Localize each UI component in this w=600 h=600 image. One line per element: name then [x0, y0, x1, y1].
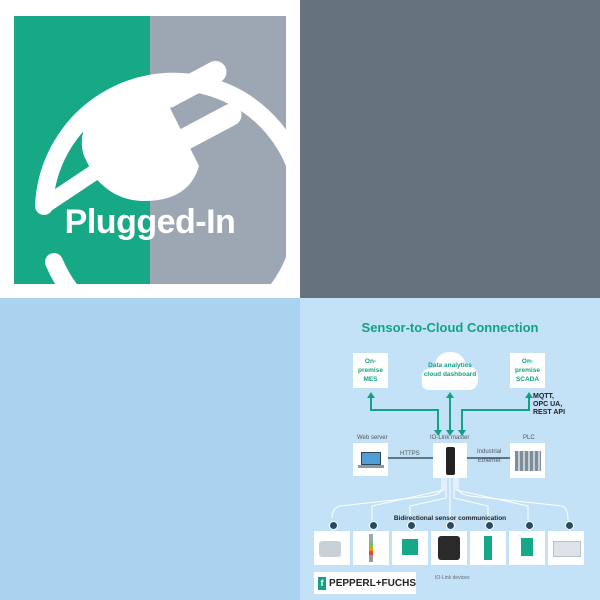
light-blue-color-tile: [0, 298, 300, 600]
io-link-icon: [369, 521, 378, 530]
laptop-icon: [357, 451, 384, 468]
https-label: HTTPS: [400, 451, 420, 457]
io-link-devices-label: IO-Link devices: [435, 575, 470, 581]
industrial-ethernet-label: Industrial Ethernet: [477, 449, 502, 464]
io-link-master-node: [433, 443, 467, 478]
pepperl-fuchs-logo: f PEPPERL+FUCHS: [314, 572, 416, 594]
plug-icon: [35, 60, 286, 284]
device-io-module: [548, 531, 584, 565]
device-ultrasonic-sensor: [509, 531, 545, 565]
device-rfid-reader: [431, 531, 467, 565]
io-link-icon: [446, 521, 455, 530]
cloud-icon: [421, 352, 478, 390]
io-link-icon: [525, 521, 534, 530]
plc-icon: [514, 450, 541, 471]
device-photoelectric-sensor: [470, 531, 506, 565]
protocol-list: MQTT, OPC UA, REST API: [533, 393, 566, 416]
bus-label: Bidirectional sensor communication: [393, 515, 507, 522]
io-link-icon: [565, 521, 574, 530]
io-link-icon: [407, 521, 416, 530]
plugged-in-logo-tile: Plugged-In: [0, 0, 300, 298]
device-inductive-sensor: [392, 531, 428, 565]
connection-arrows: [331, 392, 569, 521]
diagram-title: Sensor-to-Cloud Connection: [361, 320, 539, 335]
logo-text: Plugged-In: [64, 203, 236, 241]
plc-label: PLC: [523, 435, 535, 441]
device-signal-tower: [353, 531, 389, 565]
brand-name: PEPPERL+FUCHS: [329, 577, 416, 589]
web-server-label: Web server: [357, 435, 388, 441]
plc-node: [510, 443, 545, 478]
io-link-icon: [485, 521, 494, 530]
pf-mark-icon: f: [318, 576, 327, 590]
device-motor: [314, 531, 350, 565]
io-link-icon: [329, 521, 338, 530]
slate-color-tile: [300, 0, 600, 298]
plugged-in-logo: Plugged-In: [14, 16, 286, 284]
io-link-master-icon: [445, 446, 455, 475]
io-link-master-label: IO-Link master: [430, 435, 470, 441]
web-server-node: [353, 443, 388, 476]
